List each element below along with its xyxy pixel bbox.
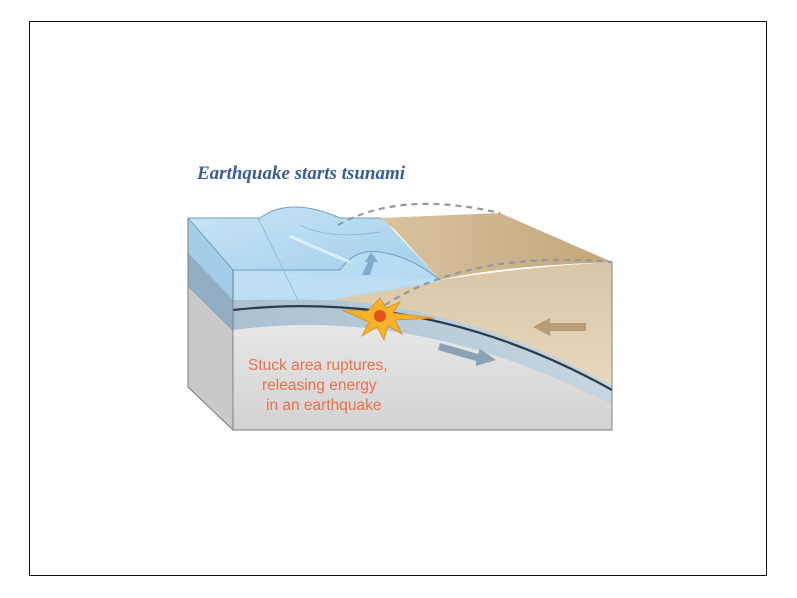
uplift-arrow-icon (362, 252, 378, 275)
water-shine (289, 234, 351, 264)
diagram-title: Earthquake starts tsunami (197, 163, 406, 184)
plate-boundary-line (232, 305, 613, 391)
caption-line-3: in an earthquake (266, 397, 382, 414)
land-motion-arrow-icon (533, 318, 586, 336)
dashed-arc-lower (384, 258, 613, 306)
water-grid-lines (257, 217, 381, 301)
rupture-burst-icon (341, 297, 436, 342)
wave-crest (339, 250, 441, 281)
rupture-epicenter (374, 310, 386, 322)
plate-motion-arrow-icon (438, 343, 496, 366)
water-left-side (188, 218, 233, 300)
land-top (380, 213, 612, 280)
caption-line-2: releasing energy (262, 377, 377, 394)
subducting-plate (233, 298, 612, 405)
mantle-front (233, 320, 612, 430)
block-outline (187, 218, 613, 431)
water-front (233, 251, 440, 300)
caption-line-1: Stuck area ruptures, (248, 357, 388, 374)
